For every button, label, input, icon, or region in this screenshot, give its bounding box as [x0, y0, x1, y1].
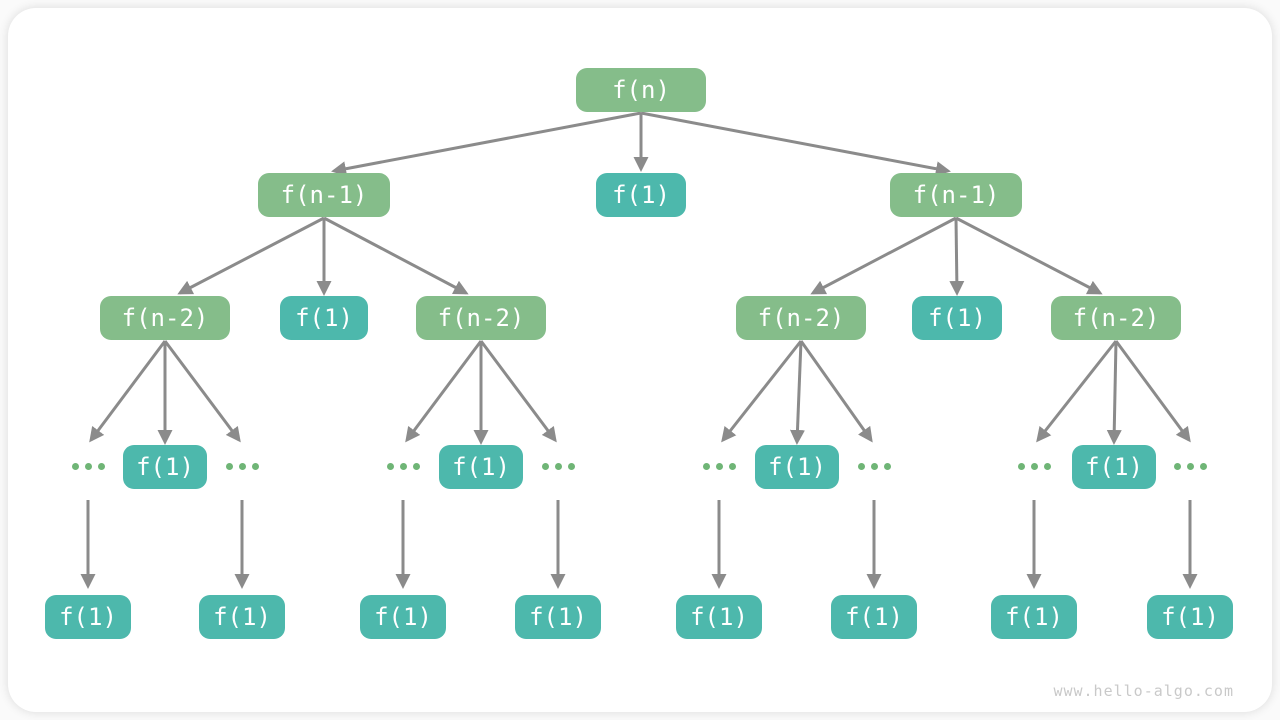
tree-edge	[949, 217, 965, 296]
ellipsis-dots	[1018, 463, 1051, 470]
tree-node: f(n-1)	[258, 173, 390, 217]
tree-edge	[640, 111, 951, 177]
tree-node: f(1)	[1147, 595, 1233, 639]
tree-edge	[177, 216, 325, 295]
tree-edge	[955, 216, 1103, 295]
tree-edge	[1106, 340, 1122, 445]
tree-node: f(1)	[831, 595, 917, 639]
tree-edge	[721, 340, 803, 443]
tree-node: f(n-2)	[1051, 296, 1181, 340]
tree-edge	[331, 111, 642, 177]
ellipsis-dots	[703, 463, 736, 470]
tree-node: f(1)	[991, 595, 1077, 639]
tree-edge	[323, 216, 469, 295]
tree-node: f(1)	[280, 296, 368, 340]
tree-edge	[479, 340, 557, 443]
tree-node: f(1)	[439, 445, 523, 489]
tree-node: f(1)	[515, 595, 601, 639]
tree-edge	[163, 340, 241, 443]
tree-node: f(1)	[360, 595, 446, 639]
tree-edge	[789, 340, 805, 445]
tree-node: f(1)	[755, 445, 839, 489]
tree-node: f(n-2)	[100, 296, 230, 340]
ellipsis-dots	[387, 463, 420, 470]
tree-node: f(1)	[1072, 445, 1156, 489]
tree-node: f(1)	[912, 296, 1002, 340]
tree-node: f(n-2)	[416, 296, 546, 340]
tree-node: f(n)	[576, 68, 706, 112]
ellipsis-dots	[1174, 463, 1207, 470]
tree-edge	[1036, 340, 1118, 443]
tree-node: f(1)	[45, 595, 131, 639]
tree-edge	[810, 216, 957, 295]
tree-node: f(1)	[676, 595, 762, 639]
watermark: www.hello-algo.com	[1053, 682, 1234, 700]
tree-node: f(1)	[123, 445, 207, 489]
tree-edge	[89, 340, 167, 443]
tree-edge	[799, 340, 873, 443]
tree-edge	[1114, 340, 1191, 443]
ellipsis-dots	[226, 463, 259, 470]
tree-node: f(1)	[199, 595, 285, 639]
ellipsis-dots	[858, 463, 891, 470]
ellipsis-dots	[542, 463, 575, 470]
tree-node: f(n-2)	[736, 296, 866, 340]
tree-node: f(n-1)	[890, 173, 1022, 217]
tree-edge	[405, 340, 483, 443]
tree-node: f(1)	[596, 173, 686, 217]
ellipsis-dots	[72, 463, 105, 470]
